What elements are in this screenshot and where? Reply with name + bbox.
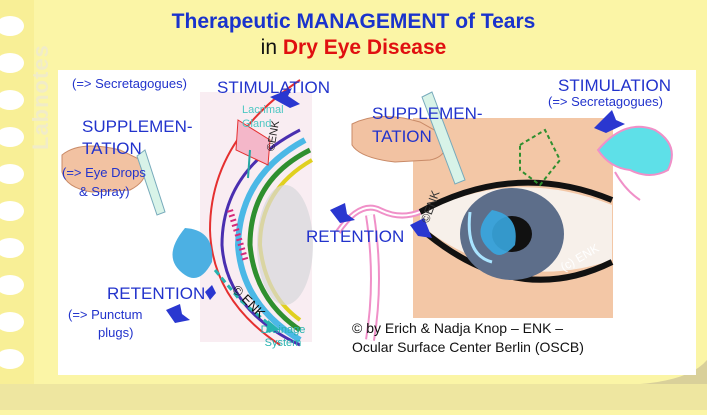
left-supplementation-label-2: TATION [82, 139, 142, 158]
drainage-system-label: Drainage System [258, 324, 308, 350]
right-stimulation-label: STIMULATION [558, 76, 672, 95]
left-secretagogues-label: (=> Secretagogues) [72, 76, 187, 91]
page-curl [640, 360, 707, 384]
left-stimulation-label: STIMULATION [217, 78, 331, 97]
title-line-1: Therapeutic MANAGEMENT of Tears [171, 10, 536, 33]
right-retention-label: RETENTION [306, 227, 405, 246]
right-hand-dropper [351, 91, 516, 255]
drainage-label-2: System [264, 337, 302, 349]
left-punctum-label-2: plugs) [98, 325, 134, 340]
right-stimulation-arrow [594, 110, 625, 133]
title-emphasis: Dry Eye Disease [282, 36, 447, 59]
left-cross-section [200, 79, 314, 347]
right-supplementation-label-1: SUPPLEMEN- [372, 104, 483, 123]
credit-line-2: Ocular Surface Center Berlin (OSCB) [352, 339, 584, 355]
lacrimal-gland-label-1: Lacrimal [242, 104, 284, 116]
title-line-2: in Dry Eye Disease [0, 36, 707, 60]
drainage-tubes [335, 204, 422, 341]
right-retention-arrow-2 [410, 218, 432, 238]
lacrimal-gland-label-2: Gland [242, 118, 272, 130]
right-secretagogues-label: (=> Secretagogues) [548, 94, 663, 109]
left-hand-dropper [61, 145, 213, 279]
left-supplementation-label-1: SUPPLEMEN- [82, 117, 193, 136]
right-retention-arrow-1 [330, 203, 355, 223]
left-retention-arrow [205, 285, 216, 300]
left-eye-drops-label-1: (=> Eye Drops [62, 165, 146, 180]
left-punctum-label-1: (=> Punctum [68, 307, 143, 322]
right-lacrimal-device [596, 125, 673, 201]
spiral-binding [0, 0, 34, 410]
left-punctum-arrow [166, 304, 190, 323]
right-supplementation-label-2: TATION [372, 127, 432, 146]
left-eye-drops-label-2: & Spray) [79, 184, 130, 199]
credit-line-1: © by Erich & Nadja Knop – ENK – [352, 320, 564, 336]
left-stimulation-arrow [270, 88, 300, 108]
left-retention-label: RETENTION [107, 284, 206, 303]
drainage-label-1: Drainage [260, 324, 306, 336]
title-prefix: in [260, 36, 278, 59]
page-bottom [0, 384, 707, 410]
